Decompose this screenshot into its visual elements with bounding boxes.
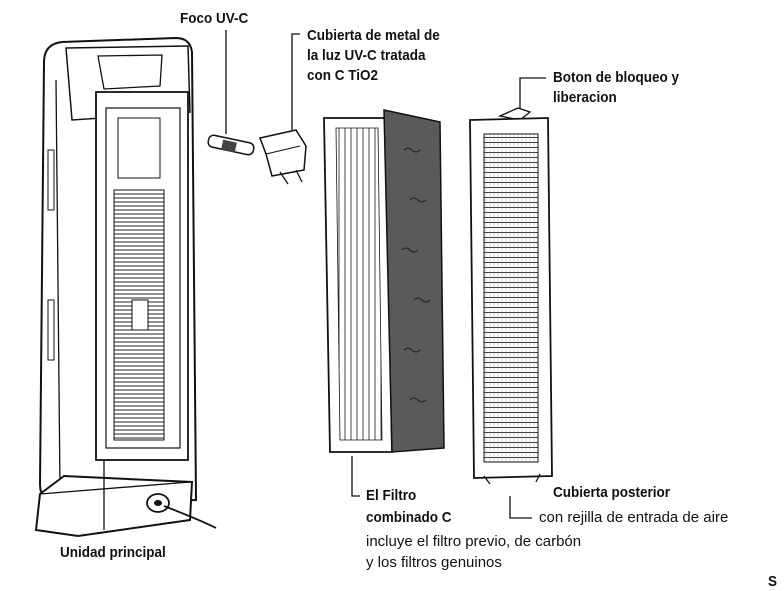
label-lock-line2: liberacion — [553, 89, 617, 106]
hepa-filter — [323, 117, 393, 453]
carbon-filter — [383, 109, 445, 453]
main-unit — [34, 36, 217, 538]
label-lock-line1: Boton de bloqueo y — [553, 69, 679, 86]
rear-cover — [469, 107, 553, 485]
label-filter-desc-line2: y los filtros genuinos — [366, 554, 502, 571]
uv-metal-cover — [258, 129, 307, 185]
label-uv-bulb: Foco UV-C — [180, 10, 249, 27]
label-filter-line2: combinado C — [366, 509, 452, 526]
label-metal-cover-line3: con C TiO2 — [307, 67, 379, 84]
uv-bulb — [207, 134, 255, 156]
label-metal-cover-line2: la luz UV-C tratada — [307, 47, 426, 64]
label-rear-cover-title: Cubierta posterior — [553, 484, 671, 501]
label-main-unit: Unidad principal — [60, 544, 166, 561]
label-metal-cover-line1: Cubierta de metal de — [307, 27, 440, 44]
label-rear-cover-desc: con rejilla de entrada de aire — [539, 509, 729, 526]
corner-fragment-text: S — [768, 573, 778, 590]
leader-lines — [103, 30, 546, 530]
label-filter-line1: El Filtro — [366, 487, 417, 504]
label-filter-desc-line1: incluye el filtro previo, de carbón — [366, 533, 582, 550]
